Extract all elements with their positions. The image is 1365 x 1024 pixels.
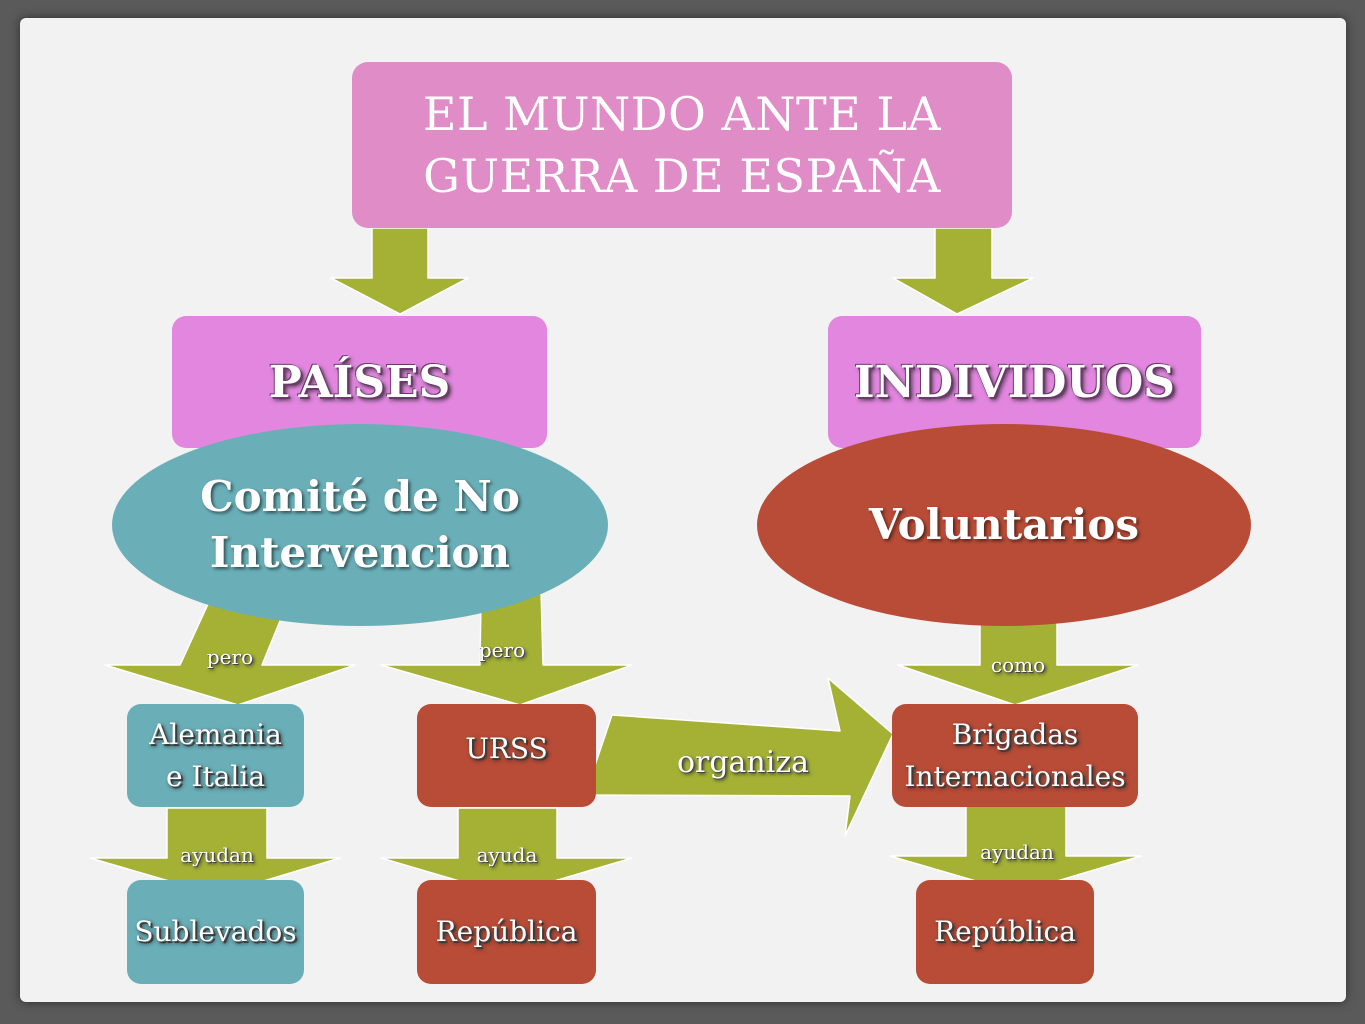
alemania-italia-label: Alemania e Italia [149,717,282,793]
sublevados-box: Sublevados [127,880,304,984]
brigadas-label: Brigadas Internacionales [904,717,1126,793]
label-pero-right: pero [478,638,526,662]
arrow-pero-right [380,589,633,706]
label-como: como [990,653,1046,677]
comite-ellipse: Comité de No Intervencion [112,424,608,626]
arrow-ayuda [380,807,633,896]
title-text: EL MUNDO ANTE LA GUERRA DE ESPAÑA [422,87,942,203]
individuos-box: INDIVIDUOS [828,316,1201,448]
label-ayuda: ayuda [476,843,538,867]
paises-box: PAÍSES [172,316,547,448]
individuos-label: INDIVIDUOS [854,356,1175,408]
label-ayudan-left: ayudan [180,843,254,867]
urss-box: URSS [417,704,596,807]
brigadas-box: Brigadas Internacionales [892,704,1138,807]
arrow-ayudan-left [89,807,341,896]
republica-box-1: República [417,880,596,984]
arrow-ayudan-right [889,805,1142,894]
arrow-title-to-individuos [892,227,1034,315]
republica-label-1: República [435,915,578,948]
label-organiza: organiza [676,745,810,780]
republica-box-2: República [916,880,1094,984]
alemania-italia-box: Alemania e Italia [127,704,304,807]
comite-label: Comité de No Intervencion [200,472,520,577]
voluntarios-label: Voluntarios [868,500,1140,549]
arrow-organiza [584,677,894,837]
arrow-como [897,619,1139,706]
urss-label: URSS [465,731,548,765]
sublevados-label: Sublevados [134,915,297,948]
label-pero-left: pero [206,645,254,669]
arrow-title-to-paises [330,227,469,315]
title-box: EL MUNDO ANTE LA GUERRA DE ESPAÑA [352,62,1012,228]
republica-label-2: República [934,915,1076,948]
paises-label: PAÍSES [268,356,451,408]
arrow-pero-left [104,603,356,706]
voluntarios-ellipse: Voluntarios [757,424,1251,626]
label-ayudan-right: ayudan [980,840,1054,864]
